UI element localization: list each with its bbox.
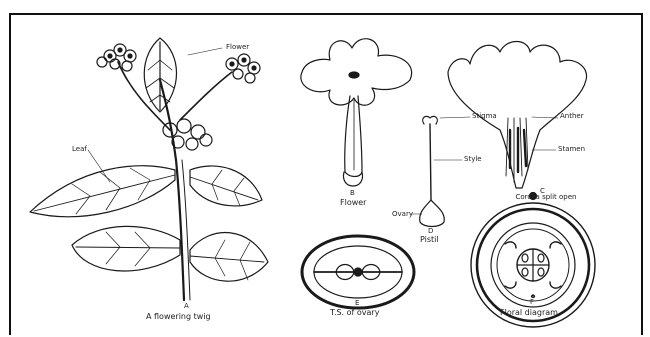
- label-floral-letter: F: [530, 299, 534, 306]
- flower-tube: [345, 96, 362, 177]
- label-style: Style: [464, 156, 482, 163]
- ovary: [420, 200, 445, 227]
- branch-right: [180, 72, 232, 120]
- label-stigma: Stigma: [472, 113, 497, 120]
- flower-cluster-left: [97, 44, 136, 71]
- stamens: [510, 128, 526, 172]
- flower-diagram: [301, 39, 412, 186]
- caption-floral-diagram: Floral diagram: [500, 309, 558, 317]
- leaf-left-lower: [72, 226, 180, 271]
- label-twig-letter: A: [184, 303, 189, 310]
- label-ts-letter: E: [355, 300, 359, 307]
- flowering-twig: [30, 38, 268, 300]
- caption-ts-ovary: T.S. of ovary: [330, 309, 379, 317]
- leaf-left-upper: [30, 166, 175, 217]
- ts-ovary: [302, 236, 414, 308]
- stigma: [423, 116, 438, 124]
- leaf-right-upper: [190, 166, 262, 206]
- label-leaf: Leaf: [72, 146, 87, 153]
- label-pistil-letter: D: [428, 228, 433, 235]
- flower-cluster-right: [226, 54, 260, 83]
- floral-diagram: [471, 193, 595, 328]
- flower-throat: [349, 72, 359, 78]
- style: [430, 124, 431, 200]
- label-stamen: Stamen: [558, 146, 585, 153]
- label-flower-letter: B: [350, 190, 355, 197]
- main-stem: [160, 80, 184, 300]
- caption-flower: Flower: [340, 199, 366, 207]
- caption-corolla: Corolla split open: [514, 194, 578, 202]
- caption-flowering-twig: A flowering twig: [146, 313, 211, 321]
- pistil-diagram: [410, 116, 470, 226]
- label-flower-part: Flower: [226, 44, 249, 51]
- label-ovary: Ovary: [392, 211, 413, 218]
- caption-pistil: Pistil: [420, 236, 439, 244]
- label-anther: Anther: [560, 113, 584, 120]
